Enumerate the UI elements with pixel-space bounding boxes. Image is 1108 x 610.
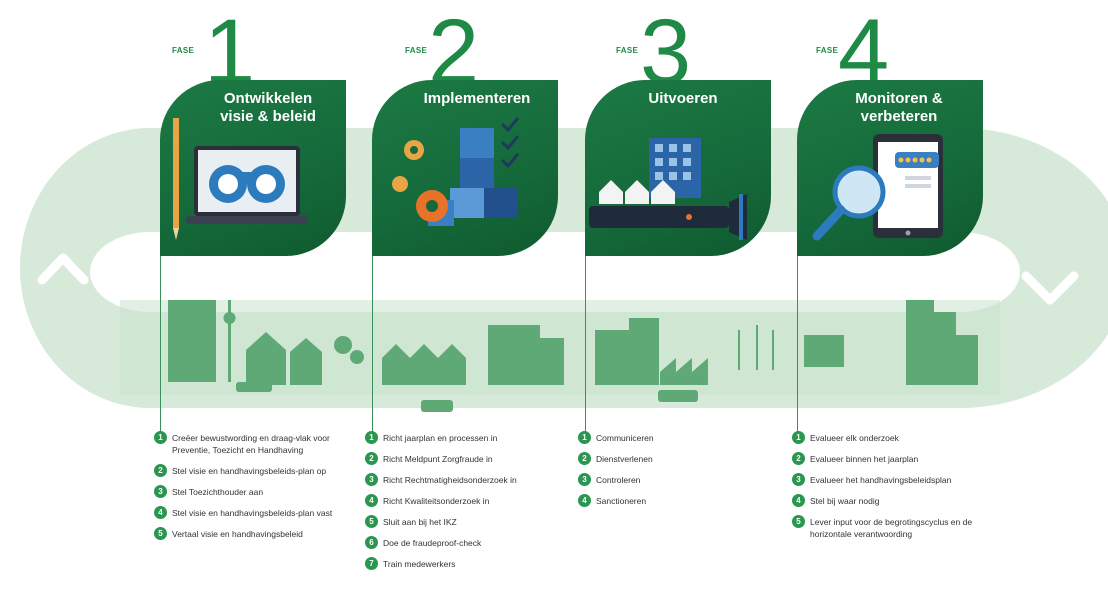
list-item: 4 Stel visie en handhavingsbeleids-plan v… — [154, 506, 344, 519]
step-number-badge: 1 — [154, 431, 167, 444]
step-number-badge: 2 — [154, 464, 167, 477]
list-item: 3 Evalueer het handhavingsbeleidsplan — [792, 473, 992, 486]
puzzle-gears-checklist-icon — [392, 117, 520, 226]
step-text: Evalueer binnen het jaarplan — [810, 454, 919, 464]
list-item: 2 Richt Meldpunt Zorgfraude in — [365, 452, 575, 465]
phase-1-steps: 1 Creëer bewustwording en draag-vlak voor… — [154, 431, 344, 549]
phase-2-title: Implementeren — [396, 90, 558, 108]
connector-line-phase-2 — [372, 252, 373, 432]
step-text: Communiceren — [596, 433, 654, 443]
chevron-down-icon — [1021, 271, 1079, 305]
step-text: Vertaal visie en handhavingsbeleid — [172, 529, 303, 539]
step-text: Controleren — [596, 475, 641, 485]
list-item: 4 Stel bij waar nodig — [792, 494, 992, 507]
connector-line-phase-3 — [585, 252, 586, 432]
step-text: Stel bij waar nodig — [810, 496, 880, 506]
list-item: 2 Evalueer binnen het jaarplan — [792, 452, 992, 465]
step-text: Richt Kwaliteitsonderzoek in — [383, 496, 490, 506]
connector-line-phase-4 — [797, 252, 798, 432]
tablet-magnifier-icon — [812, 134, 943, 241]
phase-3-fase-label: FASE — [616, 46, 639, 55]
step-number-badge: 4 — [792, 494, 805, 507]
phase-1-title-line2: visie & beleid — [220, 108, 316, 125]
step-text: Richt Rechtmatigheidsonderzoek in — [383, 475, 517, 485]
step-text: Creëer bewustwording en draag-vlak voor … — [172, 433, 330, 455]
phase-3-card: Uitvoeren — [585, 80, 771, 256]
step-number-badge: 1 — [792, 431, 805, 444]
step-text: Evalueer elk onderzoek — [810, 433, 899, 443]
step-text: Richt Meldpunt Zorgfraude in — [383, 454, 493, 464]
step-text: Train medewerkers — [383, 559, 456, 569]
step-number-badge: 5 — [792, 515, 805, 528]
list-item: 6 Doe de fraudeproof-check — [365, 536, 575, 549]
phase-4-steps: 1 Evalueer elk onderzoek 2 Evalueer binnen… — [792, 431, 992, 549]
step-number-badge: 3 — [154, 485, 167, 498]
list-item: 1 Richt jaarplan en processen in — [365, 431, 575, 444]
list-item: 2 Stel visie en handhavingsbeleids-plan o… — [154, 464, 344, 477]
step-text: Stel visie en handhavingsbeleids-plan va… — [172, 508, 333, 518]
phase-4-card: Monitoren & verbeteren — [797, 80, 983, 256]
list-item: 4 Sanctioneren — [578, 494, 768, 507]
connector-line-phase-1 — [160, 252, 161, 432]
step-number-badge: 2 — [792, 452, 805, 465]
step-number-badge: 5 — [365, 515, 378, 528]
step-text: Doe de fraudeproof-check — [383, 538, 482, 548]
phase-3-title-line1: Uitvoeren — [648, 90, 718, 107]
list-item: 7 Train medewerkers — [365, 557, 575, 570]
step-number-badge: 3 — [365, 473, 378, 486]
list-item: 3 Stel Toezichthouder aan — [154, 485, 344, 498]
flashlight-houses-icon — [589, 138, 747, 240]
phase-4-title-line2: verbeteren — [860, 108, 938, 125]
list-item: 5 Vertaal visie en handhavingsbeleid — [154, 527, 344, 540]
phase-3-title: Uitvoeren — [595, 90, 771, 108]
list-item: 3 Richt Rechtmatigheidsonderzoek in — [365, 473, 575, 486]
step-number-badge: 3 — [578, 473, 591, 486]
phase-3-steps: 1 Communiceren 2 Dienstverlenen 3 Controler… — [578, 431, 768, 516]
step-number-badge: 1 — [365, 431, 378, 444]
phase-1-card: Ontwikkelen visie & beleid — [160, 80, 346, 256]
step-number-badge: 2 — [578, 452, 591, 465]
step-number-badge: 4 — [578, 494, 591, 507]
phase-2-card: Implementeren — [372, 80, 558, 256]
step-text: Dienstverlenen — [596, 454, 653, 464]
phase-2-fase-label: FASE — [405, 46, 428, 55]
phase-4-title: Monitoren & verbeteren — [815, 90, 983, 126]
step-number-badge: 2 — [365, 452, 378, 465]
step-text: Lever input voor de begrotingscyclus en … — [810, 517, 973, 539]
phase-2-title-line1: Implementeren — [423, 90, 531, 107]
list-item: 1 Creëer bewustwording en draag-vlak voor… — [154, 431, 344, 456]
chevron-up-icon — [37, 253, 89, 285]
step-text: Stel visie en handhavingsbeleids-plan op — [172, 466, 327, 476]
phase-4-title-line1: Monitoren & — [855, 90, 943, 107]
list-item: 5 Sluit aan bij het IKZ — [365, 515, 575, 528]
step-number-badge: 7 — [365, 557, 378, 570]
step-number-badge: 4 — [365, 494, 378, 507]
step-number-badge: 6 — [365, 536, 378, 549]
step-text: Sanctioneren — [596, 496, 647, 506]
list-item: 1 Communiceren — [578, 431, 768, 444]
list-item: 5 Lever input voor de begrotingscyclus en… — [792, 515, 992, 540]
list-item: 4 Richt Kwaliteitsonderzoek in — [365, 494, 575, 507]
step-number-badge: 1 — [578, 431, 591, 444]
step-text: Richt jaarplan en processen in — [383, 433, 498, 443]
list-item: 2 Dienstverlenen — [578, 452, 768, 465]
step-number-badge: 3 — [792, 473, 805, 486]
list-item: 3 Controleren — [578, 473, 768, 486]
step-text: Sluit aan bij het IKZ — [383, 517, 457, 527]
step-text: Evalueer het handhavingsbeleidsplan — [810, 475, 952, 485]
phase-1-fase-label: FASE — [172, 46, 195, 55]
step-number-badge: 4 — [154, 506, 167, 519]
step-number-badge: 5 — [154, 527, 167, 540]
phase-1-title: Ontwikkelen visie & beleid — [190, 90, 346, 126]
list-item: 1 Evalueer elk onderzoek — [792, 431, 992, 444]
binoculars-laptop-icon — [173, 118, 308, 240]
phase-2-steps: 1 Richt jaarplan en processen in 2 Richt M… — [365, 431, 575, 579]
phase-4-fase-label: FASE — [816, 46, 839, 55]
phase-1-title-line1: Ontwikkelen — [223, 90, 313, 107]
step-text: Stel Toezichthouder aan — [172, 487, 264, 497]
